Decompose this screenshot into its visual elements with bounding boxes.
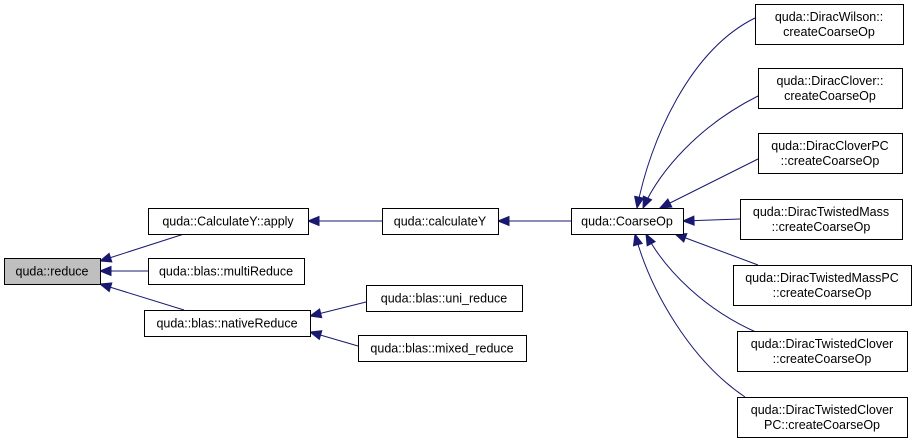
- node-nativeReduce[interactable]: quda::blas::nativeReduce: [144, 310, 311, 337]
- node-label-line: quda::blas::mixed_reduce: [370, 342, 513, 356]
- arrow-head: [645, 232, 657, 247]
- edge-line: [634, 233, 746, 398]
- arrow-head: [98, 282, 113, 293]
- node-box[interactable]: [358, 335, 527, 362]
- edge-twistedCloverPC-to-coarseOp: [632, 232, 746, 398]
- edge-line: [674, 233, 759, 266]
- node-box[interactable]: [144, 310, 311, 337]
- arrow-head: [306, 215, 320, 227]
- arrow-head: [308, 308, 323, 319]
- node-multiReduce[interactable]: quda::blas::multiReduce: [148, 258, 305, 285]
- node-label-line: createCoarseOp: [783, 25, 875, 39]
- arrow-head: [308, 330, 323, 341]
- edge-wilson-to-coarseOp: [634, 17, 756, 210]
- node-box[interactable]: [737, 397, 908, 438]
- node-label-line: quda::blas::uni_reduce: [381, 292, 508, 306]
- node-mixed_reduce[interactable]: quda::blas::mixed_reduce: [358, 335, 527, 362]
- node-box[interactable]: [148, 208, 309, 235]
- node-label-line: quda::blas::multiReduce: [159, 265, 293, 279]
- arrow-head: [632, 232, 644, 247]
- node-box[interactable]: [148, 258, 305, 285]
- edge-uni_reduce-to-nativeReduce: [308, 301, 367, 319]
- edge-line: [659, 158, 759, 209]
- node-label-line: quda::CalculateY::apply: [162, 215, 294, 229]
- edge-mixed_reduce-to-nativeReduce: [308, 330, 359, 347]
- node-box[interactable]: [366, 285, 523, 312]
- edge-multiReduce-to-reduce: [98, 265, 148, 277]
- edge-line: [645, 233, 759, 334]
- node-box[interactable]: [571, 208, 684, 235]
- node-label-line: ::createCoarseOp: [781, 154, 880, 168]
- node-box[interactable]: [737, 331, 908, 372]
- node-twistedClover[interactable]: quda::DiracTwistedClover::createCoarseOp: [737, 331, 908, 372]
- node-box[interactable]: [733, 265, 912, 306]
- node-box[interactable]: [758, 68, 903, 109]
- arrow-head: [681, 215, 695, 226]
- edge-line: [642, 95, 759, 209]
- edge-line: [636, 17, 756, 209]
- node-box[interactable]: [755, 4, 904, 45]
- nodes-layer: quda::reducequda::CalculateY::applyquda:…: [4, 4, 912, 438]
- node-coarseOp[interactable]: quda::CoarseOp: [571, 208, 684, 235]
- node-label-line: quda::blas::nativeReduce: [156, 317, 297, 331]
- node-clover[interactable]: quda::DiracClover::createCoarseOp: [758, 68, 903, 109]
- node-label-line: quda::calculateY: [394, 215, 487, 229]
- arrow-head: [496, 215, 510, 227]
- node-box[interactable]: [740, 199, 903, 240]
- node-label-line: quda::DiracTwistedMassPC: [745, 271, 899, 285]
- node-twistedMass[interactable]: quda::DiracTwistedMass::createCoarseOp: [740, 199, 903, 240]
- node-reduce[interactable]: quda::reduce: [4, 258, 101, 285]
- node-label-line: quda::reduce: [16, 265, 89, 279]
- edge-coarseOp-to-calculateY: [496, 215, 571, 227]
- node-label-line: quda::DiracTwistedClover: [751, 403, 893, 417]
- node-label-line: ::createCoarseOp: [773, 352, 872, 366]
- edge-calcY_apply-to-reduce: [98, 233, 185, 263]
- edge-line: [99, 233, 185, 262]
- edge-clover-to-coarseOp: [642, 95, 759, 210]
- node-uni_reduce[interactable]: quda::blas::uni_reduce: [366, 285, 523, 312]
- arrow-head: [98, 265, 112, 277]
- node-twistedCloverPC[interactable]: quda::DiracTwistedCloverPC::createCoarse…: [737, 397, 908, 438]
- node-cloverPC[interactable]: quda::DiracCloverPC::createCoarseOp: [758, 133, 903, 174]
- edge-calculateY-to-calcY_apply: [306, 215, 382, 227]
- node-twistedMassPC[interactable]: quda::DiracTwistedMassPC::createCoarseOp: [733, 265, 912, 306]
- edge-nativeReduce-to-reduce: [98, 282, 185, 311]
- arrow-head: [642, 195, 653, 210]
- edge-twistedClover-to-coarseOp: [645, 232, 759, 334]
- node-label-line: createCoarseOp: [784, 89, 876, 103]
- edges-layer: [98, 17, 759, 398]
- node-calculateY[interactable]: quda::calculateY: [382, 208, 499, 235]
- node-label-line: quda::DiracClover::: [777, 74, 884, 88]
- node-label-line: quda::DiracTwistedMass: [753, 205, 889, 219]
- node-label-line: ::createCoarseOp: [773, 286, 872, 300]
- arrow-head: [634, 195, 645, 210]
- node-box[interactable]: [758, 133, 903, 174]
- edge-twistedMass-to-coarseOp: [681, 215, 741, 226]
- node-label-line: quda::DiracTwistedClover: [751, 337, 893, 351]
- node-label-line: PC::createCoarseOp: [764, 418, 880, 432]
- root-node-box[interactable]: [4, 258, 101, 285]
- arrow-head: [658, 198, 673, 209]
- edge-cloverPC-to-coarseOp: [658, 158, 759, 209]
- node-label-line: ::createCoarseOp: [772, 220, 871, 234]
- node-label-line: quda::DiracCloverPC: [771, 139, 888, 153]
- edge-line: [99, 283, 185, 311]
- node-label-line: quda::DiracWilson::: [775, 10, 883, 24]
- node-wilson[interactable]: quda::DiracWilson::createCoarseOp: [755, 4, 904, 45]
- node-calcY_apply[interactable]: quda::CalculateY::apply: [148, 208, 309, 235]
- node-box[interactable]: [382, 208, 499, 235]
- arrow-head: [98, 252, 113, 263]
- node-label-line: quda::CoarseOp: [581, 215, 673, 229]
